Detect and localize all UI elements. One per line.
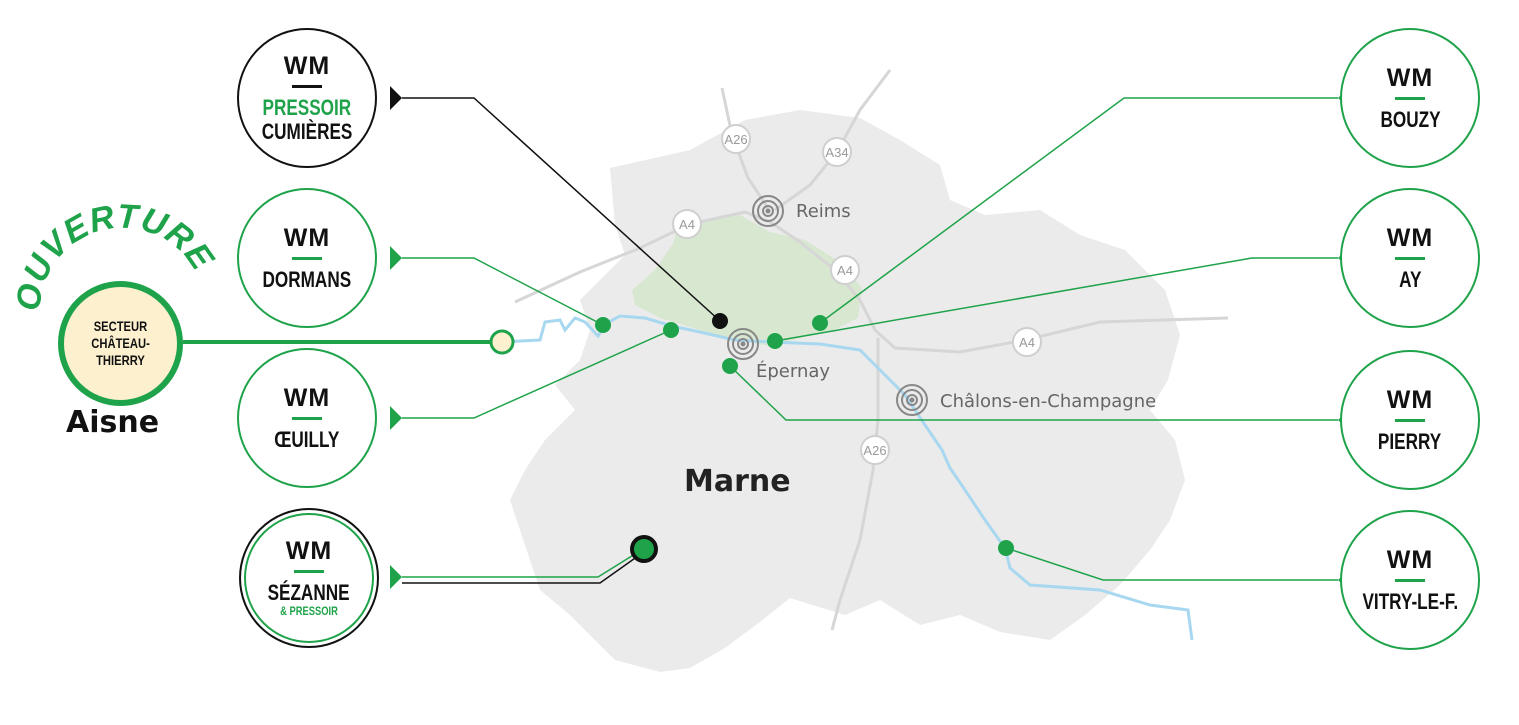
dot-ay [767, 333, 783, 349]
leader-sezanne-black [402, 550, 646, 584]
city-markers [727, 195, 928, 416]
wm-logo: WM [1386, 545, 1434, 574]
leader-dormans [402, 257, 604, 326]
road-shield-a34: A34 [822, 137, 852, 167]
city-label-reims: Reims [796, 201, 851, 222]
site-name: AY [1398, 266, 1422, 292]
city-label-epernay: Épernay [756, 361, 831, 382]
road-shield-a4-east: A4 [1012, 327, 1042, 357]
site-name: BOUZY [1379, 106, 1441, 132]
site-dots [489, 313, 1014, 563]
logo-divider [292, 256, 322, 260]
region-label-marne: Marne [684, 464, 791, 499]
vineyard-zone [632, 215, 862, 346]
site-subtitle: & PRESSOIR [280, 604, 338, 618]
site-name: ŒUILLY [274, 426, 340, 452]
leader-sezanne-green [402, 548, 644, 578]
leader-bouzy [819, 97, 1338, 324]
region-label-aisne: Aisne [66, 405, 160, 440]
road-shield-a4-west: A4 [672, 209, 702, 239]
site-badge-sezanne[interactable]: WM SÉZANNE & PRESSOIR [239, 508, 379, 648]
site-badge-pressoir-cumieres[interactable]: WM PRESSOIR CUMIÈRES [237, 28, 377, 168]
site-name: SÉZANNE [268, 580, 350, 605]
site-badge-vitry[interactable]: WM VITRY-LE-F. [1340, 510, 1480, 650]
site-name: VITRY-LE-F. [1362, 588, 1458, 614]
site-badge-dormans[interactable]: WM DORMANS [237, 188, 377, 328]
leader-pierry [729, 365, 1338, 421]
dot-pressoir-cumieres [712, 313, 728, 329]
sector-line-2: CHÂTEAU- [91, 335, 150, 351]
wm-logo: WM [283, 223, 331, 252]
wm-logo: WM [285, 537, 333, 565]
site-name: DORMANS [262, 266, 352, 292]
site-name: PIERRY [1378, 428, 1442, 454]
road-shield-a26-south: A26 [860, 435, 890, 465]
site-badge-bouzy[interactable]: WM BOUZY [1340, 28, 1480, 168]
logo-divider [1395, 418, 1425, 422]
dot-sezanne [630, 535, 658, 563]
sector-line-1: SECTEUR [93, 318, 148, 334]
wm-logo: WM [283, 383, 331, 412]
epernay-marker-icon [727, 328, 759, 360]
city-label-chalons: Châlons-en-Champagne [940, 391, 1157, 412]
logo-divider [1395, 578, 1425, 582]
chalons-marker-icon [896, 384, 928, 416]
logo-divider [1395, 96, 1425, 100]
leader-pressoir-cumieres [402, 97, 721, 322]
site-name-line-2: CUMIÈRES [261, 118, 353, 144]
wm-logo: WM [1386, 223, 1434, 252]
dot-pierry [722, 358, 738, 374]
leader-oeuilly [402, 329, 672, 419]
dot-bouzy [812, 315, 828, 331]
river-network [501, 314, 1194, 641]
leader-vitry [1005, 547, 1338, 581]
wm-logo: WM [1386, 63, 1434, 92]
leader-lines [183, 97, 1338, 584]
wm-logo: WM [283, 51, 331, 80]
reims-marker-icon [752, 195, 784, 227]
dot-dormans [595, 317, 611, 333]
logo-divider [294, 570, 324, 573]
logo-divider [1395, 256, 1425, 260]
site-badge-pierry[interactable]: WM PIERRY [1340, 350, 1480, 490]
site-badge-ay[interactable]: WM AY [1340, 188, 1480, 328]
site-name-line-1: PRESSOIR [262, 94, 352, 120]
leader-ay [774, 257, 1338, 342]
wm-logo: WM [1386, 385, 1434, 414]
road-shield-a4-center: A4 [830, 255, 860, 285]
dot-chateau-thierry [489, 329, 515, 355]
dot-oeuilly [663, 322, 679, 338]
site-badge-oeuilly[interactable]: WM ŒUILLY [237, 348, 377, 488]
logo-divider [292, 84, 322, 88]
road-shield-a26-north: A26 [721, 124, 751, 154]
sector-line-3: THIERRY [96, 352, 145, 368]
sector-chateau-thierry-badge[interactable]: SECTEUR CHÂTEAU- THIERRY [58, 281, 183, 406]
logo-divider [292, 416, 322, 420]
dot-vitry [998, 540, 1014, 556]
